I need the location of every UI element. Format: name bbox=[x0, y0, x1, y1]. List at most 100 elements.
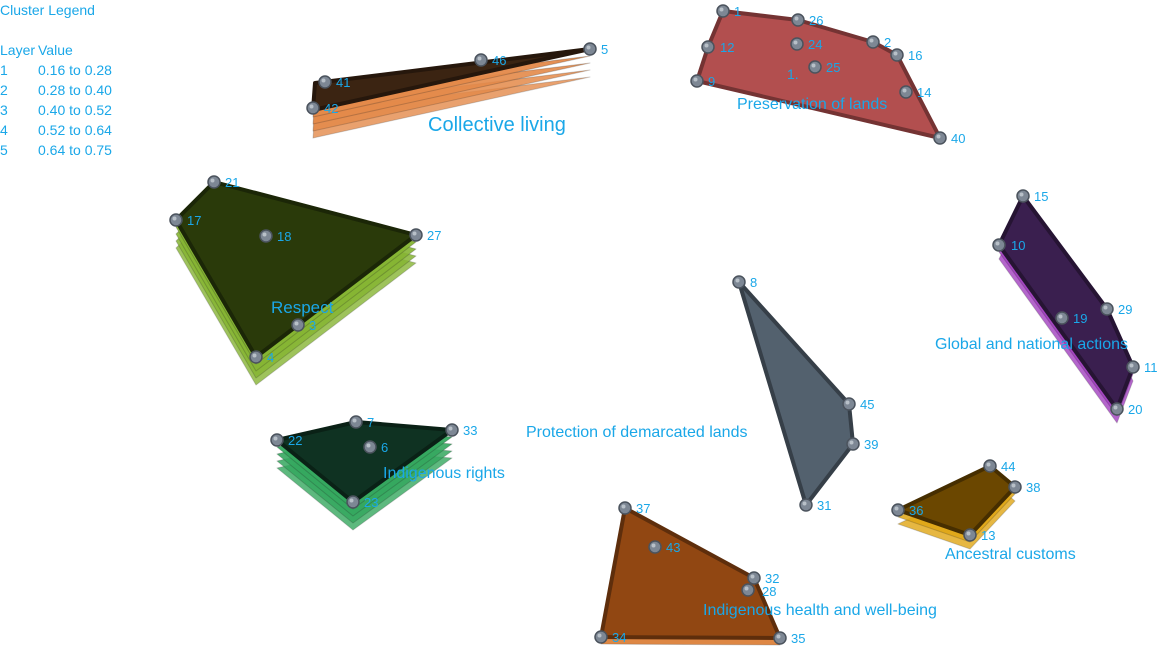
statement-number: 27 bbox=[427, 228, 441, 243]
statement-point-6[interactable] bbox=[363, 440, 377, 454]
legend-col-layer: Layer bbox=[0, 42, 36, 58]
statement-point-highlight bbox=[719, 7, 724, 12]
statement-number: 1 bbox=[734, 4, 741, 19]
statement-point-highlight bbox=[651, 543, 656, 548]
statement-point-3[interactable] bbox=[291, 318, 305, 332]
legend-row: 1 0.16 to 0.28 bbox=[0, 60, 112, 80]
statement-number: 31 bbox=[817, 498, 831, 513]
protection-of-demarcated-lands-cluster-polygon[interactable] bbox=[737, 280, 855, 507]
statement-number: 8 bbox=[750, 275, 757, 290]
statement-point-21[interactable] bbox=[207, 175, 221, 189]
statement-point-37[interactable] bbox=[618, 501, 632, 515]
statement-point-highlight bbox=[477, 56, 482, 61]
cluster-polygons bbox=[174, 9, 1135, 640]
statement-points bbox=[169, 4, 1140, 645]
statement-number: 20 bbox=[1128, 402, 1142, 417]
statement-number: 3 bbox=[309, 318, 316, 333]
statement-point-35[interactable] bbox=[773, 631, 787, 645]
statement-point-highlight bbox=[252, 353, 257, 358]
statement-point-27[interactable] bbox=[409, 228, 423, 242]
statement-point-1[interactable] bbox=[716, 4, 730, 18]
statement-point-4[interactable] bbox=[249, 350, 263, 364]
indigenous-rights-label: Indigenous rights bbox=[383, 465, 505, 482]
statement-point-18[interactable] bbox=[259, 229, 273, 243]
statement-point-31[interactable] bbox=[799, 498, 813, 512]
collective-living-cluster-polygon[interactable] bbox=[311, 47, 592, 112]
statement-point-28[interactable] bbox=[741, 583, 755, 597]
statement-point-highlight bbox=[794, 16, 799, 21]
statement-point-33[interactable] bbox=[445, 423, 459, 437]
statement-point-9[interactable] bbox=[690, 74, 704, 88]
statement-point-36[interactable] bbox=[891, 503, 905, 517]
statement-point-24[interactable] bbox=[790, 37, 804, 51]
statement-point-23[interactable] bbox=[346, 495, 360, 509]
statement-number: 35 bbox=[791, 631, 805, 646]
legend-title: Cluster Legend bbox=[0, 2, 95, 18]
statement-point-highlight bbox=[172, 216, 177, 221]
statement-point-highlight bbox=[309, 104, 314, 109]
statement-number: 7 bbox=[367, 415, 374, 430]
statement-point-46[interactable] bbox=[474, 53, 488, 67]
statement-point-25[interactable] bbox=[808, 60, 822, 74]
statement-point-highlight bbox=[869, 38, 874, 43]
statement-number: 37 bbox=[636, 501, 650, 516]
legend-layer: 3 bbox=[0, 102, 8, 118]
statement-point-15[interactable] bbox=[1016, 189, 1030, 203]
statement-point-8[interactable] bbox=[732, 275, 746, 289]
statement-number: 42 bbox=[324, 101, 338, 116]
preservation-of-lands-cluster-polygon[interactable] bbox=[695, 9, 942, 140]
statement-point-10[interactable] bbox=[992, 238, 1006, 252]
statement-number: 25 bbox=[826, 60, 840, 75]
statement-number: 36 bbox=[909, 503, 923, 518]
statement-point-highlight bbox=[966, 531, 971, 536]
statement-number: 5 bbox=[601, 42, 608, 57]
statement-point-41[interactable] bbox=[318, 75, 332, 89]
statement-point-34[interactable] bbox=[594, 630, 608, 644]
statement-point-11[interactable] bbox=[1126, 360, 1140, 374]
statement-point-2[interactable] bbox=[866, 35, 880, 49]
statement-number: 17 bbox=[187, 213, 201, 228]
global-and-national-actions-cluster-polygon[interactable] bbox=[997, 194, 1135, 411]
statement-point-39[interactable] bbox=[846, 437, 860, 451]
legend-value: 0.52 to 0.64 bbox=[38, 122, 112, 138]
statement-point-29[interactable] bbox=[1100, 302, 1114, 316]
statement-number: 32 bbox=[765, 571, 779, 586]
statement-point-17[interactable] bbox=[169, 213, 183, 227]
statement-point-45[interactable] bbox=[842, 397, 856, 411]
statement-number: 12 bbox=[720, 40, 734, 55]
statement-point-26[interactable] bbox=[791, 13, 805, 27]
statement-point-highlight bbox=[1103, 305, 1108, 310]
statement-point-38[interactable] bbox=[1008, 480, 1022, 494]
statement-point-40[interactable] bbox=[933, 131, 947, 145]
statement-point-highlight bbox=[349, 498, 354, 503]
statement-point-13[interactable] bbox=[963, 528, 977, 542]
statement-point-22[interactable] bbox=[270, 433, 284, 447]
statement-number: 28 bbox=[762, 584, 776, 599]
statement-point-highlight bbox=[412, 231, 417, 236]
statement-point-16[interactable] bbox=[890, 48, 904, 62]
statement-number: 44 bbox=[1001, 459, 1015, 474]
collective-living-label: Collective living bbox=[428, 114, 566, 136]
legend-layer: 1 bbox=[0, 62, 8, 78]
statement-point-5[interactable] bbox=[583, 42, 597, 56]
statement-point-highlight bbox=[262, 232, 267, 237]
statement-number: 22 bbox=[288, 433, 302, 448]
statement-point-12[interactable] bbox=[701, 40, 715, 54]
legend-layer: 2 bbox=[0, 82, 8, 98]
statement-point-44[interactable] bbox=[983, 459, 997, 473]
statement-number: 45 bbox=[860, 397, 874, 412]
statement-point-highlight bbox=[986, 462, 991, 467]
statement-point-20[interactable] bbox=[1110, 402, 1124, 416]
statement-point-19[interactable] bbox=[1055, 311, 1069, 325]
statement-point-42[interactable] bbox=[306, 101, 320, 115]
statement-point-32[interactable] bbox=[747, 571, 761, 585]
statement-point-14[interactable] bbox=[899, 85, 913, 99]
legend-value: 0.16 to 0.28 bbox=[38, 62, 112, 78]
statement-point-7[interactable] bbox=[349, 415, 363, 429]
statement-point-43[interactable] bbox=[648, 540, 662, 554]
